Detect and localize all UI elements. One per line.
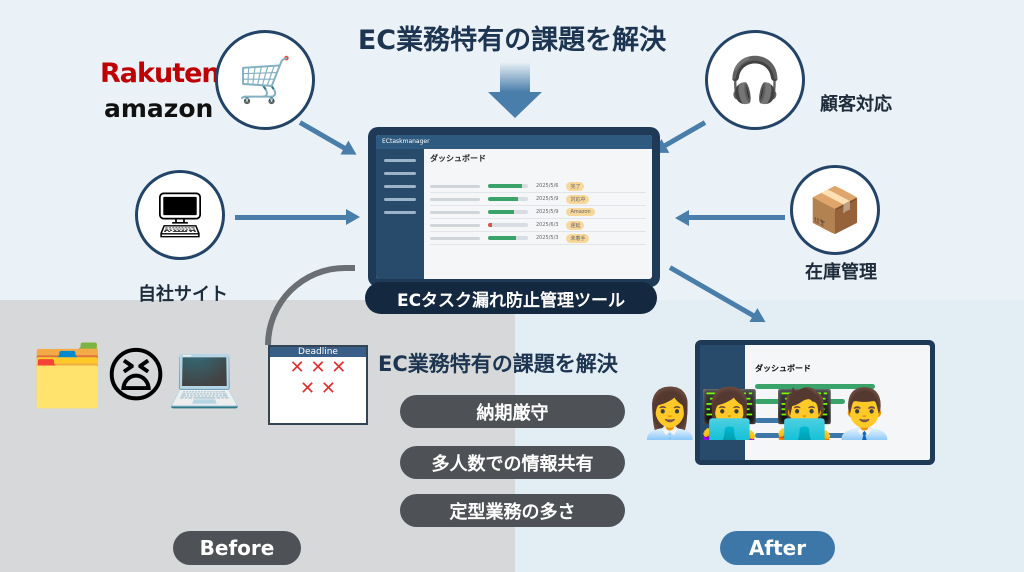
stressed-worker-illustration: 🗂️😫💻 <box>30 341 242 411</box>
dashboard-title: ダッシュボード <box>430 154 486 163</box>
arrow-icon <box>685 215 785 220</box>
arrow-icon <box>235 209 360 225</box>
challenge-item: 定型業務の多さ <box>400 494 625 527</box>
progress-bar <box>488 184 528 188</box>
tool-label: ECタスク漏れ防止管理ツール <box>365 282 657 314</box>
before-label: Before <box>173 531 301 565</box>
table-row: 2025/6/3 遅延 <box>430 219 646 232</box>
main-title: EC業務特有の課題を解決 <box>357 25 667 56</box>
status-badge: 完了 <box>566 181 585 191</box>
row-date: 2025/5/9 <box>536 209 559 215</box>
headset-icon: 🎧 <box>705 30 805 130</box>
after-dashboard-title: ダッシュボード <box>755 364 811 373</box>
rakuten-logo: Rakuten <box>100 58 221 89</box>
row-date: 2025/5/9 <box>536 196 559 202</box>
source-label: 自社サイト <box>138 284 228 305</box>
source-label: 在庫管理 <box>805 262 877 283</box>
status-badge: 対応中 <box>566 194 590 204</box>
team-illustration: 👩‍💼👩‍💻 🧑‍💻👨‍💼 <box>640 386 895 442</box>
status-badge: 未着手 <box>566 233 590 243</box>
boxes-icon: 📦 <box>790 165 880 255</box>
progress-bar <box>488 223 528 227</box>
brand: ECtaskmanager <box>376 135 652 149</box>
sidebar <box>376 149 424 279</box>
curved-arrow-icon <box>265 265 355 345</box>
progress-bar <box>488 197 528 201</box>
down-arrow-icon <box>500 62 530 92</box>
arrow-icon <box>298 120 349 153</box>
table-row: 2025/5/9 Amazon <box>430 206 646 219</box>
after-label: After <box>720 531 835 565</box>
row-date: 2025/5/6 <box>536 183 559 189</box>
down-arrow-head-icon <box>488 92 542 118</box>
after-monitor: ダッシュボード <box>695 340 935 465</box>
progress-bar <box>488 210 528 214</box>
progress-bar <box>488 236 528 240</box>
deadline-calendar: Deadline ✕ ✕ ✕✕ ✕ <box>268 345 368 425</box>
challenge-item: 多人数での情報共有 <box>400 446 625 479</box>
status-badge: 遅延 <box>566 220 585 230</box>
calendar-title: Deadline <box>270 347 366 357</box>
challenge-item: 納期厳守 <box>400 395 625 428</box>
table-row: 2025/5/6 完了 <box>430 180 646 193</box>
laptop-dashboard: ECtaskmanager ダッシュボード 2025/5/6 完了 2025/5/9… <box>368 127 660 287</box>
status-badge: Amazon <box>566 208 595 216</box>
table-row: 2025/5/3 未着手 <box>430 232 646 245</box>
browser-icon: 🖥 <box>135 170 225 260</box>
arrow-icon <box>660 120 707 150</box>
row-date: 2025/6/3 <box>536 222 559 228</box>
cart-icon: 🛒 <box>215 30 315 130</box>
table-row: 2025/5/9 対応中 <box>430 193 646 206</box>
challenges-heading: EC業務特有の課題を解決 <box>378 352 618 376</box>
source-label: 顧客対応 <box>820 94 892 115</box>
row-date: 2025/5/3 <box>536 235 559 241</box>
amazon-logo: amazon <box>104 94 214 123</box>
